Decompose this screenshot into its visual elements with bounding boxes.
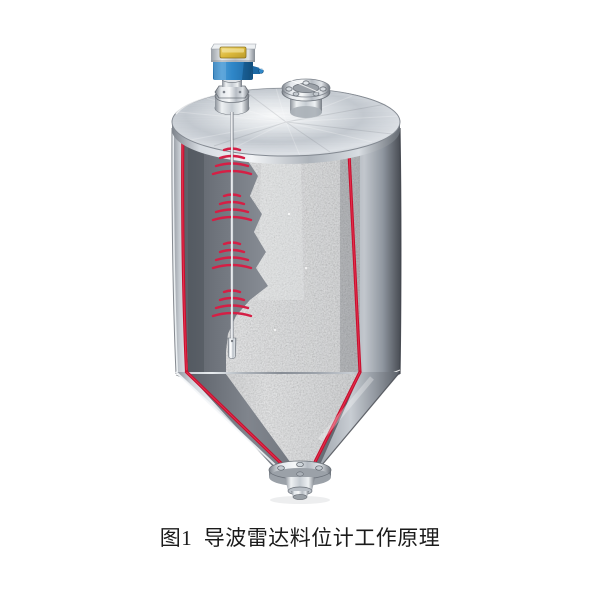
- cone-outline-right: [310, 371, 401, 479]
- transmitter-cap: [210, 43, 257, 62]
- lid-edge: [172, 122, 400, 164]
- cone-hopper: [175, 370, 401, 492]
- cone-material: [226, 374, 360, 470]
- fill-nozzle: [281, 78, 331, 118]
- figure-caption: 图1 导波雷达料位计工作原理: [0, 512, 600, 562]
- transmitter-housing: [213, 60, 264, 80]
- cone-sheen: [318, 376, 374, 442]
- radar-transmitter: [210, 43, 319, 115]
- probe-weight: [227, 337, 237, 359]
- shell-outline-left: [171, 127, 177, 375]
- outlet-flange-bolts: [277, 461, 323, 477]
- transmitter-leader-line: [258, 67, 319, 93]
- ground-shadow: [270, 496, 330, 504]
- cone-outline-left: [175, 371, 290, 479]
- lid-brush-rays-dark: [213, 91, 393, 153]
- tank-illustration: [171, 43, 402, 504]
- fill-nozzle-bolts: [285, 80, 327, 97]
- figure-caption-text: 图1 导波雷达料位计工作原理: [159, 526, 441, 550]
- tank-illustration-svg: [171, 43, 402, 504]
- process-connection: [214, 75, 250, 115]
- shell-outline-right: [399, 127, 402, 375]
- probe-rod-overlay: [231, 140, 233, 340]
- shell-left-rim: [171, 129, 179, 374]
- outlet-flange: [268, 460, 332, 500]
- tank-lid: [171, 86, 401, 164]
